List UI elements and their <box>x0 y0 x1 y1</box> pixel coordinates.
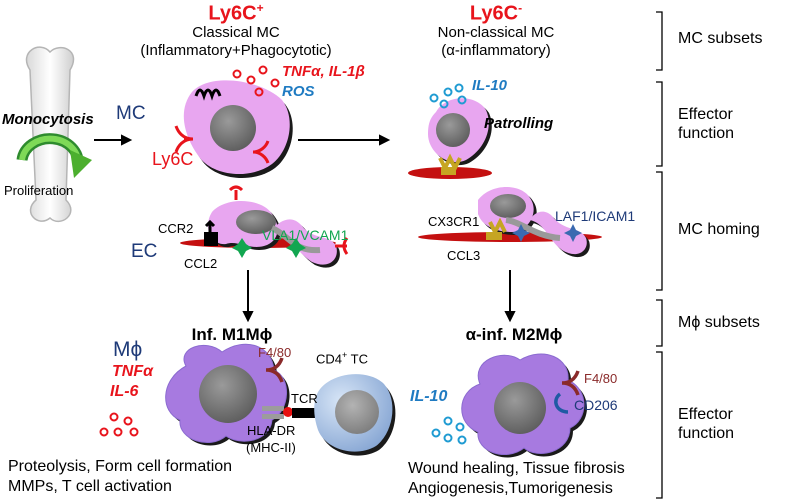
hla-dr-label: HLA-DR <box>247 423 296 438</box>
cytokine-dots-red-top <box>232 65 280 97</box>
cytokine-dots-blue-top <box>429 83 467 109</box>
m2-macrophage <box>461 353 587 458</box>
il10-top-label: IL-10 <box>472 77 508 94</box>
nonclassical-monocyte <box>408 98 492 179</box>
cd4-t-cell <box>314 374 396 456</box>
cx3cr1-label: CX3CR1 <box>428 214 480 229</box>
ly6c-negative-title: Ly6C- <box>469 1 523 25</box>
label-mc-subsets: MC subsets <box>678 30 763 47</box>
m2-subset-label: α-inf. M2Mϕ <box>465 325 563 344</box>
proliferation-cycle-icon <box>16 133 92 178</box>
m1-macrophage <box>165 343 293 446</box>
ros-label: ROS <box>282 83 315 100</box>
tnf-il1b-label: TNFα, IL-1β <box>282 63 365 80</box>
f480-m2-label: F4/80 <box>584 371 618 386</box>
m2-function-line-2: Angiogenesis,Tumorigenesis <box>408 480 613 497</box>
m2-function-line-1: Wound healing, Tissue fibrosis <box>408 460 625 477</box>
vla1-vcam1-label: VLA1/VCAM1 <box>262 227 349 243</box>
ccl3-label: CCL3 <box>447 248 481 263</box>
label-effector-function-2: Effector function <box>678 406 735 443</box>
ly6c-positive-title: Ly6C+ <box>208 1 264 25</box>
nonclassical-mc-label: Non-classical MC <box>437 24 555 41</box>
patrolling-label: Patrolling <box>484 115 554 132</box>
cd4-tc-label: CD4+ TC <box>316 350 368 367</box>
proliferation-label: Proliferation <box>4 183 74 198</box>
cytokine-dots-red-m1 <box>99 412 139 437</box>
nonclassical-homing <box>418 187 602 258</box>
nonclassical-mc-description: (α-inflammatory) <box>441 42 551 59</box>
mc-label: MC <box>116 103 146 124</box>
cytokine-dots-blue-m2 <box>431 416 467 445</box>
laf1-icam1-label: LAF1/ICAM1 <box>555 208 636 224</box>
tcr-complex <box>292 408 318 418</box>
monocytosis-label: Monocytosis <box>2 111 94 128</box>
tcr-label: TCR <box>291 391 318 406</box>
cd206-label: CD206 <box>574 397 618 413</box>
classical-monocyte <box>174 80 293 179</box>
m1-function-line-1: Proteolysis, Form cell formation <box>8 458 233 475</box>
right-brackets <box>656 11 663 499</box>
label-mphi-subsets: Mϕ subsets <box>678 314 760 331</box>
ccl2-label: CCL2 <box>184 256 218 271</box>
mhc-ii-label: (MHC-II) <box>246 440 296 455</box>
tnf-label: TNFα <box>112 363 154 380</box>
arrows <box>94 134 516 323</box>
label-mc-homing: MC homing <box>678 221 760 238</box>
ly6c-label: Ly6C <box>152 149 194 169</box>
il6-label: IL-6 <box>110 383 139 400</box>
classical-mc-label: Classical MC <box>192 24 280 41</box>
classical-mc-description: (Inflammatory+Phagocytotic) <box>140 42 332 59</box>
label-effector-function-1: Effector function <box>678 106 735 143</box>
classical-homing <box>180 185 349 268</box>
ccr2-label: CCR2 <box>158 221 194 236</box>
il10-m2-label: IL-10 <box>410 388 448 405</box>
ec-label: EC <box>131 241 158 262</box>
m1-function-line-2: MMPs, T cell activation <box>8 478 172 495</box>
m1-subset-label: Inf. M1Mϕ <box>191 325 273 344</box>
macrophage-label: Mϕ <box>113 338 143 361</box>
f480-m1-label: F4/80 <box>258 345 292 360</box>
